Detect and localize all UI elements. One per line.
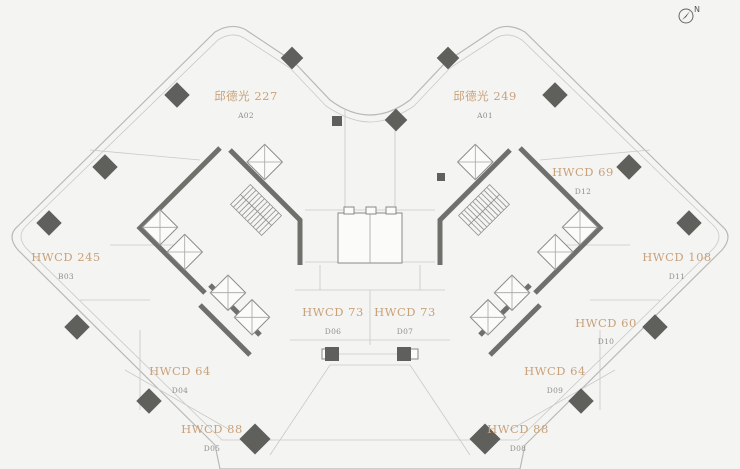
column xyxy=(325,347,339,361)
unit-code: D07 xyxy=(397,327,413,336)
unit-name: HWCD 64 xyxy=(149,364,211,378)
compass-label: N xyxy=(694,5,700,14)
north-arrow-icon xyxy=(682,11,690,20)
compass-icon xyxy=(678,8,694,24)
column xyxy=(64,314,90,340)
unit-name: HWCD 88 xyxy=(181,422,243,436)
unit-code: D05 xyxy=(204,444,220,453)
unit-name: 邱德光 227 xyxy=(214,89,278,103)
column xyxy=(384,108,408,132)
unit-code: D04 xyxy=(172,386,188,395)
unit-name: HWCD 64 xyxy=(524,364,586,378)
unit-name: HWCD 60 xyxy=(575,316,637,330)
unit-labels: 邱德光 227 A02 邱德光 249 A01 HWCD 69 D12 HWCD… xyxy=(31,89,711,453)
unit-code: A01 xyxy=(476,111,493,120)
unit-code: D08 xyxy=(510,444,526,453)
unit-name: HWCD 88 xyxy=(487,422,549,436)
structural-columns xyxy=(36,46,702,455)
column xyxy=(280,46,304,70)
compass: N xyxy=(678,5,700,24)
column xyxy=(469,423,501,455)
unit-code: D10 xyxy=(598,337,614,346)
unit-code: D11 xyxy=(669,272,685,281)
unit-code: D12 xyxy=(575,187,591,196)
unit-code: A02 xyxy=(237,111,254,120)
unit-code: D09 xyxy=(547,386,563,395)
column xyxy=(239,423,271,455)
unit-name: HWCD 69 xyxy=(552,165,614,179)
interior-partitions xyxy=(80,110,660,431)
unit-name: HWCD 108 xyxy=(642,250,711,264)
column xyxy=(397,347,411,361)
column xyxy=(542,82,568,108)
unit-name: HWCD 245 xyxy=(31,250,100,264)
unit-code: D06 xyxy=(325,327,341,336)
left-core xyxy=(136,143,303,357)
unit-name: HWCD 73 xyxy=(302,305,364,319)
column xyxy=(616,154,642,180)
column xyxy=(437,173,445,181)
column xyxy=(642,314,668,340)
column xyxy=(136,388,162,414)
column xyxy=(568,388,594,414)
unit-name: 邱德光 249 xyxy=(453,89,517,103)
column xyxy=(36,210,62,236)
column xyxy=(676,210,702,236)
column xyxy=(164,82,190,108)
unit-code: B03 xyxy=(58,272,74,281)
unit-name: HWCD 73 xyxy=(374,305,436,319)
column xyxy=(332,116,342,126)
right-core xyxy=(437,143,604,357)
column xyxy=(436,46,460,70)
